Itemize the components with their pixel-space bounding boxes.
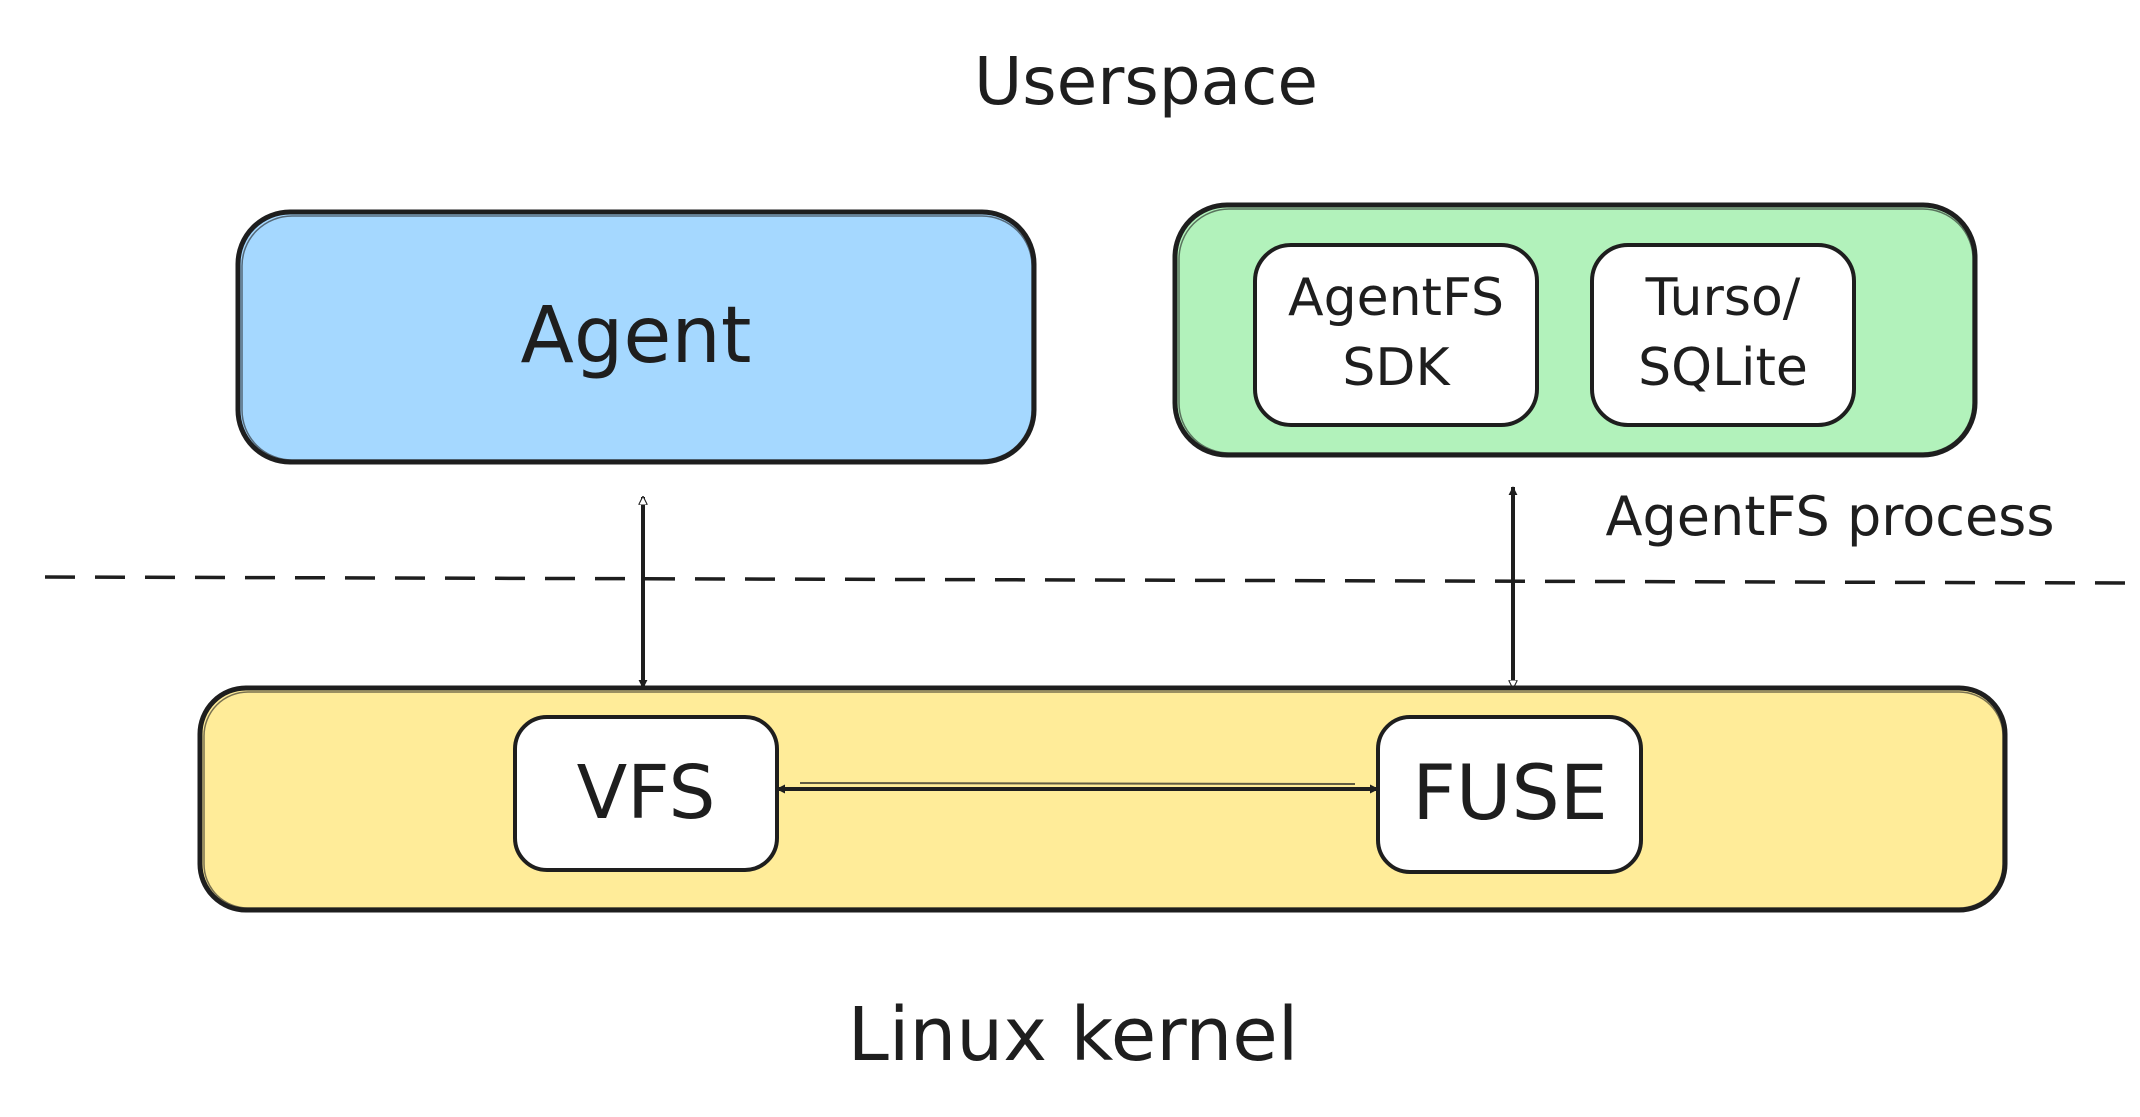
agentfs-sdk-label-line2: SDK bbox=[1342, 338, 1451, 398]
agent-label: Agent bbox=[521, 291, 752, 381]
userspace-title: Userspace bbox=[974, 43, 1318, 120]
linux-kernel-box-sketch-line bbox=[203, 691, 2004, 909]
agent-box-sketch-line bbox=[241, 215, 1033, 461]
fuse-box bbox=[1376, 715, 1643, 874]
turso-sqlite-node: Turso/ SQLite bbox=[1590, 243, 1856, 427]
turso-sqlite-box bbox=[1590, 243, 1856, 427]
vfs-node: VFS bbox=[513, 715, 779, 872]
linux-kernel-title: Linux kernel bbox=[848, 992, 1299, 1078]
userspace-kernel-boundary bbox=[44, 575, 2126, 585]
linux-kernel-box bbox=[197, 685, 2008, 913]
turso-sqlite-label-line2: SQLite bbox=[1638, 338, 1808, 398]
agentfs-process-label: AgentFS process bbox=[1606, 485, 2055, 548]
vfs-fuse-arrow-sketch-line bbox=[799, 782, 1356, 785]
agent-box bbox=[235, 209, 1037, 465]
agentfs-process-box-sketch-line bbox=[1178, 208, 1974, 454]
agentfs-sdk-label-line1: AgentFS bbox=[1288, 268, 1504, 328]
turso-sqlite-label-line1: Turso/ bbox=[1645, 268, 1801, 328]
agentfs-process-node: AgentFS SDK Turso/ SQLite bbox=[1172, 202, 1978, 458]
fuse-node: FUSE bbox=[1376, 715, 1643, 874]
vfs-box bbox=[513, 715, 779, 872]
fuse-label: FUSE bbox=[1412, 748, 1608, 837]
agentfs-sdk-box bbox=[1253, 243, 1539, 427]
vfs-label: VFS bbox=[577, 750, 716, 836]
agentfs-sdk-node: AgentFS SDK bbox=[1253, 243, 1539, 427]
linux-kernel-node: VFS FUSE bbox=[197, 685, 2008, 913]
agent-node: Agent bbox=[235, 209, 1037, 465]
